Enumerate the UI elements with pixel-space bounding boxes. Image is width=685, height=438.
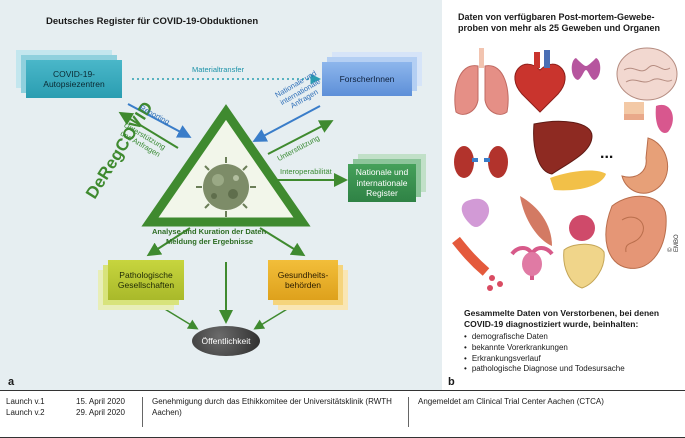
interoperability-label: Interoperabilität	[280, 167, 332, 176]
launch-v1-date: 15. April 2020	[76, 397, 125, 406]
liver-icon	[533, 120, 593, 175]
pancreas-icon	[550, 170, 606, 191]
panel-a-title: Deutsches Register für COVID-19-Obduktio…	[46, 16, 259, 27]
authorities-arrow	[259, 227, 306, 257]
authorities-to-public-arrow	[253, 299, 303, 330]
embo-credit: © EMBO	[668, 234, 680, 252]
placenta-icon	[569, 215, 595, 241]
public-label: Öffentlichkeit	[201, 336, 251, 346]
coronavirus-icon	[196, 157, 256, 217]
list-item: bekannte Vorerkrankungen	[464, 343, 625, 354]
flow-arrows	[118, 73, 348, 330]
brain-icon	[616, 47, 678, 101]
panel-a-letter: a	[8, 376, 15, 388]
ctca-registration: Angemeldet am Clinical Trial Center Aach…	[418, 397, 604, 406]
spleen-icon	[655, 104, 673, 133]
registries-box: Nationale und internationale Register	[348, 164, 416, 202]
pathology-box: Pathologische Gesellschaften	[108, 260, 184, 300]
launch-dates: 15. April 2020 29. April 2020	[76, 396, 125, 418]
bladder-icon	[461, 198, 490, 227]
material-transfer-label: Materialtransfer	[192, 65, 245, 74]
launch-v2-date: 29. April 2020	[76, 408, 125, 417]
researchers-label: ForscherInnen	[339, 73, 395, 84]
footer-divider	[142, 397, 143, 427]
intestine-icon	[605, 195, 667, 269]
analysis-label: Analyse und Kuration der Daten	[152, 227, 267, 236]
ethics-approval: Genehmigung durch das Ethikkomitee der U…	[152, 397, 392, 417]
muscle-icon	[520, 196, 552, 246]
national-requests-arrow	[252, 105, 321, 142]
lungs-icon	[454, 48, 509, 115]
pathology-to-public-arrow	[149, 299, 199, 330]
kidneys-icon	[454, 146, 508, 178]
skin-icon	[624, 102, 644, 120]
stomach-icon	[621, 137, 669, 194]
registries-label: Nationale und internationale Register	[355, 167, 409, 199]
support-left-arrow	[118, 111, 179, 149]
blood-vessel-icon	[452, 236, 503, 291]
launch-v1-label: Launch v.1	[6, 397, 45, 406]
summary-title: Gesammelte Daten von Verstorbenen, bei d…	[464, 308, 660, 329]
reporting-arrow	[127, 103, 192, 138]
panel-a: Deutsches Register für COVID-19-Obduktio…	[0, 0, 442, 390]
ellipsis-label: ...	[600, 145, 613, 162]
list-item: pathologische Diagnose und Todesursache	[464, 364, 625, 375]
list-item: Erkrankungsverlauf	[464, 354, 625, 365]
organ-illustrations: ...	[452, 47, 678, 291]
summary-list: demografische Daten bekannte Vorerkranku…	[464, 332, 625, 375]
health-authorities-label: Gesundheits-behörden	[277, 269, 329, 291]
panel-b-title: Daten von verfügbaren Post-mortem-Gewebe…	[458, 12, 661, 33]
autopsy-centers-box: COVID-19-Autopsiezentren	[26, 60, 122, 98]
results-label: Meldung der Ergebnisse	[166, 237, 254, 246]
pathology-label: Pathologische Gesellschaften	[117, 269, 175, 291]
launch-v2-label: Launch v.2	[6, 408, 45, 417]
uterus-icon	[510, 246, 554, 280]
autopsy-centers-label: COVID-19-Autopsiezentren	[43, 68, 105, 90]
footer-divider	[408, 397, 409, 427]
thyroid-icon	[571, 58, 601, 80]
support-right-arrow	[267, 120, 334, 155]
launch-labels: Launch v.1 Launch v.2	[6, 396, 45, 418]
bone-icon	[563, 243, 605, 289]
panel-b: Daten von verfügbaren Post-mortem-Gewebe…	[442, 0, 685, 390]
pathology-arrow	[146, 227, 191, 257]
panel-b-letter: b	[448, 376, 455, 388]
public-node: Öffentlichkeit	[192, 326, 260, 356]
researchers-box: ForscherInnen	[322, 62, 412, 96]
heart-icon	[514, 50, 566, 113]
list-item: demografische Daten	[464, 332, 625, 343]
footer-table: Launch v.1 Launch v.2 15. April 2020 29.…	[0, 390, 685, 438]
health-authorities-box: Gesundheits-behörden	[268, 260, 338, 300]
